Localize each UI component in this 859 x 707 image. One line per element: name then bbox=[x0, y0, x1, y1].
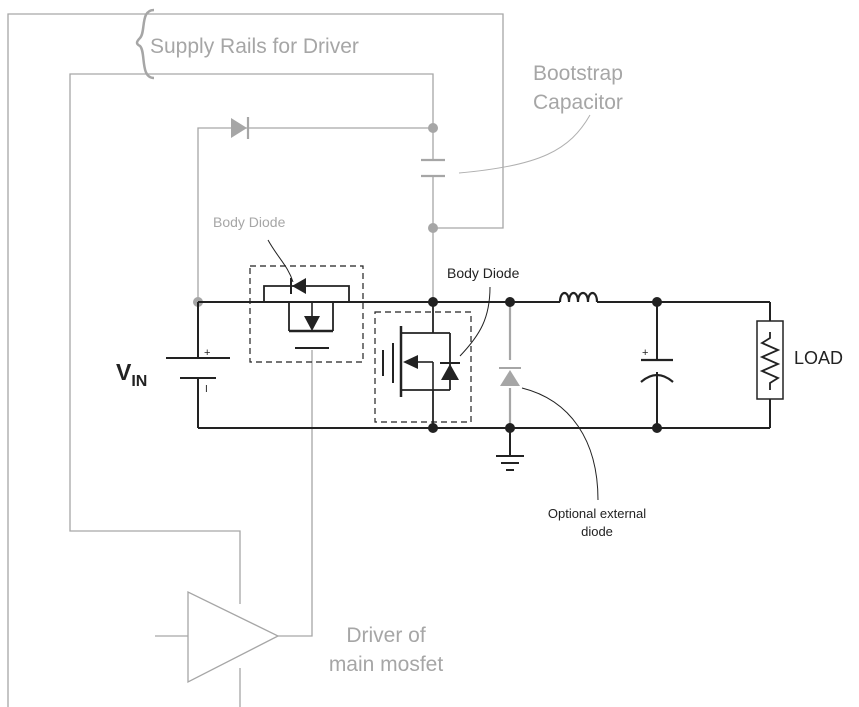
optional-diode-leader bbox=[521, 387, 599, 501]
inductor-symbol bbox=[558, 291, 599, 303]
high-body-diode-label: Body Diode bbox=[213, 214, 286, 230]
load-label: LOAD bbox=[794, 348, 843, 368]
bootstrap-capacitor-symbol bbox=[421, 158, 445, 178]
output-capacitor-symbol bbox=[640, 358, 674, 383]
battery-plus-sign: + bbox=[204, 347, 210, 359]
bootstrap-diode-symbol bbox=[231, 117, 250, 139]
low-side-mosfet bbox=[374, 302, 472, 428]
load-resistor-symbol bbox=[756, 320, 784, 400]
battery-minus-sign: I bbox=[205, 384, 208, 395]
bootstrap-callout-leader bbox=[458, 114, 591, 174]
high-side-mosfet-box bbox=[249, 265, 364, 363]
driver-label-line1: Driver of bbox=[346, 624, 426, 647]
supply-rail-outer bbox=[7, 13, 504, 707]
high-body-diode-leader bbox=[267, 239, 294, 283]
capacitor-plus-sign: + bbox=[642, 347, 648, 359]
bootstrap-label-line2: Capacitor bbox=[533, 91, 623, 114]
driver-amplifier-icon bbox=[187, 590, 280, 684]
driver-label-line2: main mosfet bbox=[329, 653, 444, 676]
low-side-mosfet-box bbox=[374, 311, 472, 423]
supply-rails-label: Supply Rails for Driver bbox=[150, 35, 359, 58]
ground-icon bbox=[496, 455, 524, 471]
vin-battery-symbol bbox=[166, 357, 230, 379]
optional-diode-label-line1: Optional external bbox=[548, 506, 646, 521]
gate-drive-line bbox=[278, 350, 313, 637]
driver-supply-wiring bbox=[7, 13, 512, 707]
bootstrap-diode-path bbox=[197, 127, 433, 302]
high-side-mosfet bbox=[249, 265, 364, 363]
vin-label: VIN bbox=[116, 359, 147, 390]
low-body-diode-label: Body Diode bbox=[447, 265, 520, 281]
bootstrap-label-line1: Bootstrap bbox=[533, 62, 623, 85]
supply-rail-inner bbox=[69, 73, 434, 604]
low-body-diode-leader bbox=[459, 286, 491, 357]
optional-diode-symbol bbox=[499, 367, 521, 386]
power-junction-dots bbox=[428, 297, 662, 433]
optional-diode-label-line2: diode bbox=[581, 524, 613, 539]
supply-rails-brace-icon bbox=[135, 8, 155, 80]
power-path-wiring bbox=[197, 301, 771, 456]
